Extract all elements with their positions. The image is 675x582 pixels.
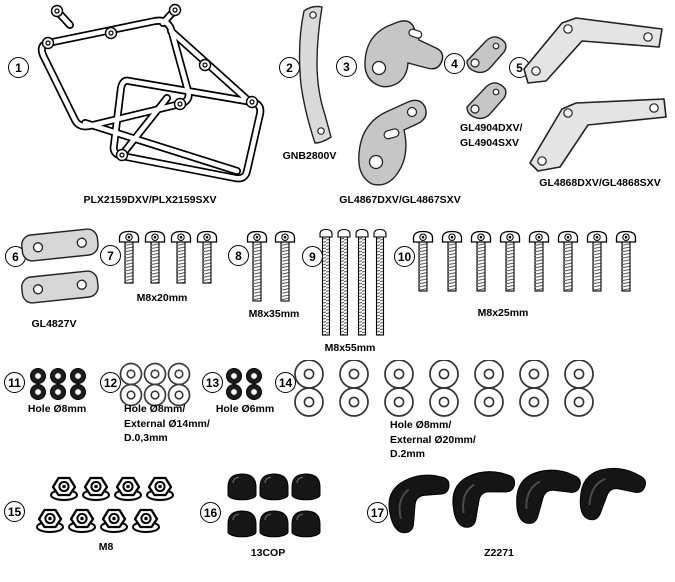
part-5-code: GL4868DXV/GL4868SXV	[539, 177, 661, 189]
washers-small-6mm-drawing	[226, 368, 262, 400]
part-8-size: M8x35mm	[248, 308, 300, 320]
part-13-badge: 13	[202, 372, 223, 393]
part-17-badge: 17	[367, 502, 388, 523]
dome-caps-drawing	[227, 473, 321, 538]
washers-20mm-drawing	[294, 360, 594, 417]
part-4-code: GL4904DXV/ GL4904SXV	[460, 122, 523, 149]
part-12-badge: 12	[100, 372, 121, 393]
part-15-badge: 15	[4, 501, 25, 522]
part-11-spec: Hole Ø8mm	[27, 403, 87, 415]
part-4-badge: 4	[444, 53, 465, 74]
part-16-badge: 16	[200, 502, 221, 523]
wedge-spacers-drawing	[385, 462, 649, 536]
bolts-m8x25-drawing	[412, 230, 640, 294]
strip-bracket-drawing	[298, 5, 332, 144]
part-10-size: M8x25mm	[477, 307, 529, 319]
part-9-size: M8x55mm	[324, 342, 376, 354]
part-10-badge: 10	[394, 246, 415, 267]
part-2-badge: 2	[279, 57, 300, 78]
flange-nuts-drawing	[35, 476, 175, 534]
part-11-badge: 11	[4, 372, 25, 393]
part-13-spec: Hole Ø6mm	[215, 403, 275, 415]
part-9-badge: 9	[302, 246, 323, 267]
part-3-badge: 3	[336, 56, 357, 77]
spacer-plate-pair-drawing	[21, 228, 99, 304]
part-1-code: PLX2159DXV/PLX2159SXV	[83, 194, 217, 206]
part-12-spec: Hole Ø8mm/ External Ø14mm/ D.0,3mm	[124, 403, 210, 445]
part-6-code: GL4827V	[31, 318, 77, 330]
part-15-size: M8	[98, 541, 114, 553]
bolts-m8x35-drawing	[246, 230, 302, 304]
part-17-code: Z2271	[484, 547, 514, 559]
small-bracket-pair-drawing	[466, 36, 507, 120]
part-14-badge: 14	[275, 372, 296, 393]
washers-small-8mm-drawing	[30, 368, 86, 400]
part-2-code: GNB2800V	[282, 150, 337, 162]
part-16-code: 13COP	[250, 547, 286, 559]
part-14-spec: Hole Ø8mm/ External Ø20mm/ D.2mm	[390, 419, 476, 461]
part-7-badge: 7	[100, 245, 121, 266]
part-7-size: M8x20mm	[136, 292, 188, 304]
part-1-badge: 1	[8, 57, 29, 78]
bolts-m8x20-drawing	[118, 230, 220, 288]
part-3-code: GL4867DXV/GL4867SXV	[339, 194, 461, 206]
part-8-badge: 8	[228, 245, 249, 266]
studs-m8x55-drawing	[319, 228, 387, 336]
rack-frame-drawing	[37, 3, 265, 183]
part-6-badge: 6	[5, 246, 26, 267]
side-bracket-pair-drawing	[358, 20, 444, 186]
long-plate-pair-drawing	[523, 17, 667, 172]
